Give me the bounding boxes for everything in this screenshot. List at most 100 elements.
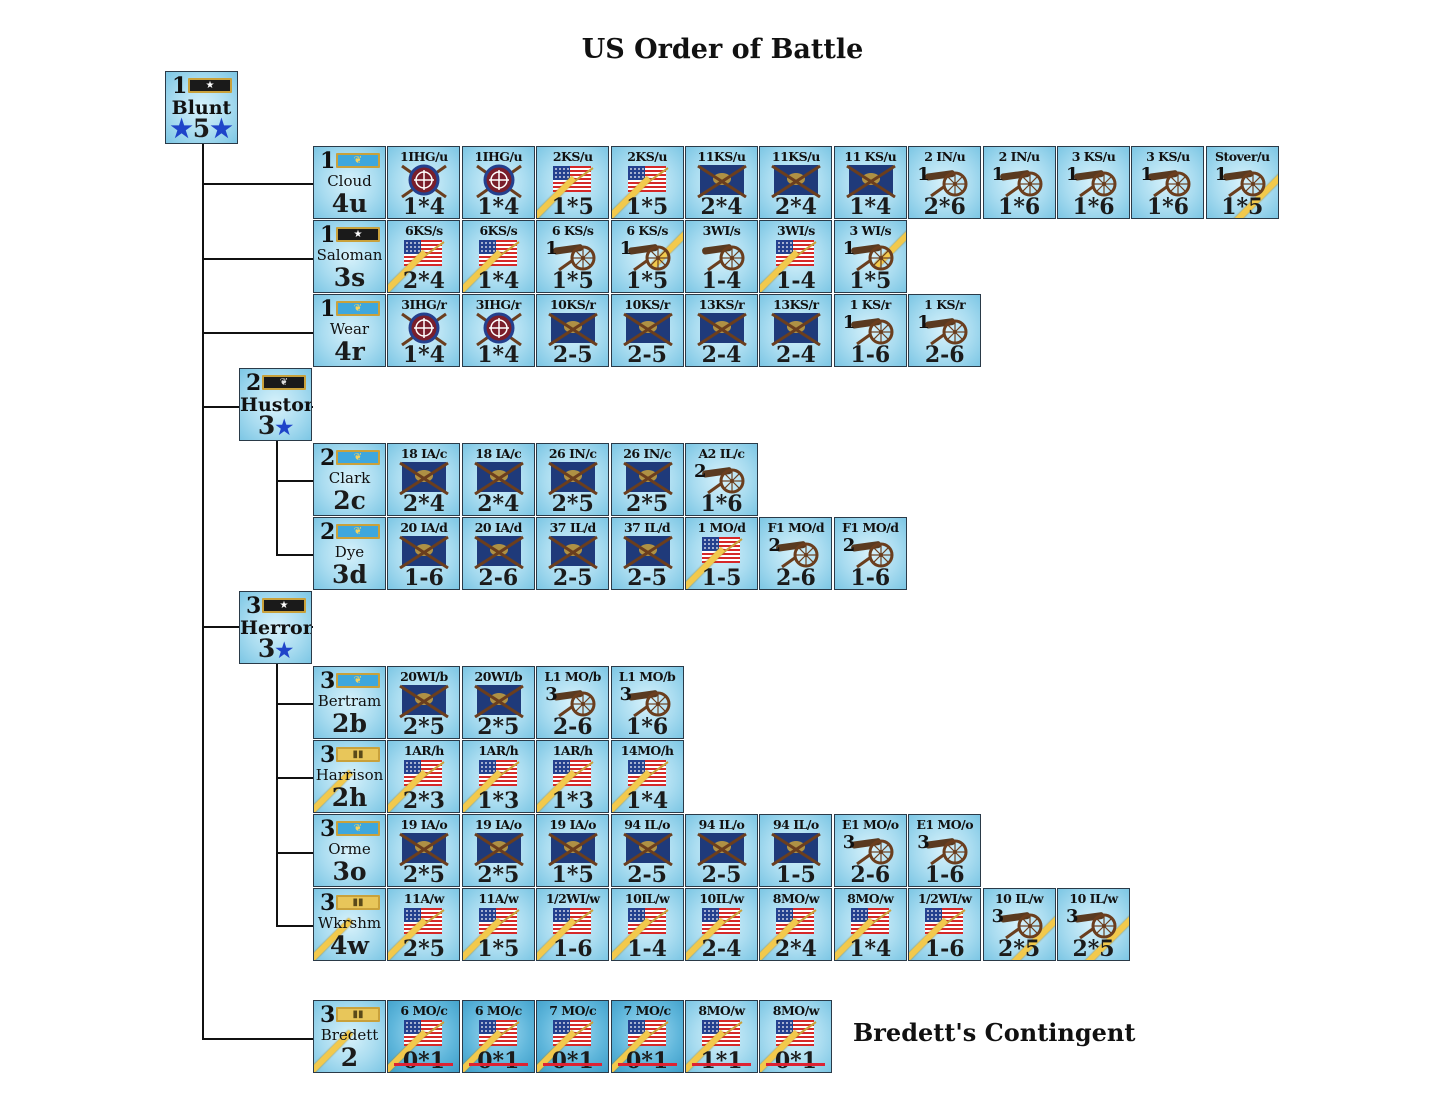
unit-designation: 3IHG/r — [475, 297, 522, 312]
rank-insignia-icon: ▮▮ — [336, 895, 380, 910]
unit-strength: 1-5 — [776, 862, 816, 887]
leader-counter-blunt[interactable]: 1★Blunt★5★ — [165, 71, 238, 144]
unit-strength: 2-5 — [627, 565, 667, 590]
unit-symbol — [473, 832, 525, 867]
unit-strength: 1*6 — [1146, 194, 1189, 219]
unit-strength: 1*6 — [626, 714, 669, 739]
unit-symbol — [696, 312, 748, 347]
unit-strength: 2*5 — [551, 491, 594, 516]
unit-strength: 2*5 — [1072, 936, 1115, 961]
huston-trunk-line — [276, 441, 278, 555]
star-icon: ★ — [210, 114, 233, 143]
unit-level: 1 — [991, 164, 1005, 185]
artillery-cannon-icon — [999, 912, 1043, 940]
leader-name: Saloman — [316, 246, 383, 264]
unit-designation: 19 IA/o — [549, 817, 597, 832]
